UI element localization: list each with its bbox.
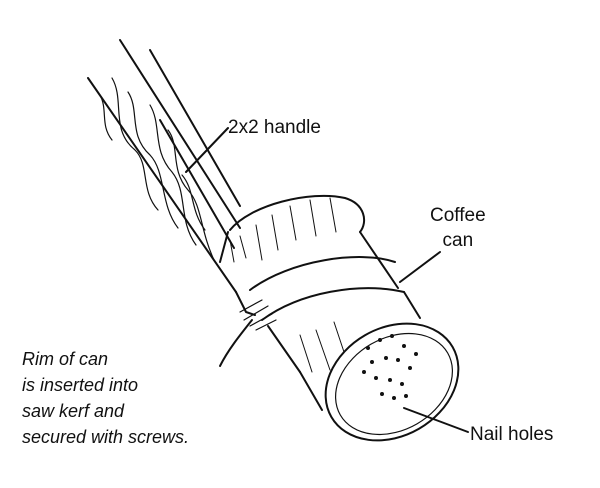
rim-label-line-3: saw kerf and — [22, 401, 125, 421]
nail-holes-label: Nail holes — [470, 424, 554, 445]
rim-leader — [219, 319, 253, 367]
coffee-can-drawing — [219, 194, 460, 442]
coffee-can-leader — [399, 251, 441, 283]
handle-label: 2x2 handle — [228, 117, 321, 138]
handle-leader — [185, 127, 229, 173]
nail-holes-leader — [403, 407, 469, 433]
coffee-can-label: Coffee can — [430, 203, 486, 253]
rim-label: Rim of can is inserted into saw kerf and… — [22, 346, 189, 450]
rim-label-line-2: is inserted into — [22, 375, 139, 395]
coffee-can-label-line-1: Coffee — [430, 205, 486, 226]
handle-drawing — [87, 39, 256, 316]
nail-hole-dots — [362, 334, 418, 400]
rim-label-line-1: Rim of can — [22, 349, 109, 369]
coffee-can-label-line-2: can — [442, 230, 474, 251]
rim-label-line-4: secured with screws. — [22, 427, 190, 447]
